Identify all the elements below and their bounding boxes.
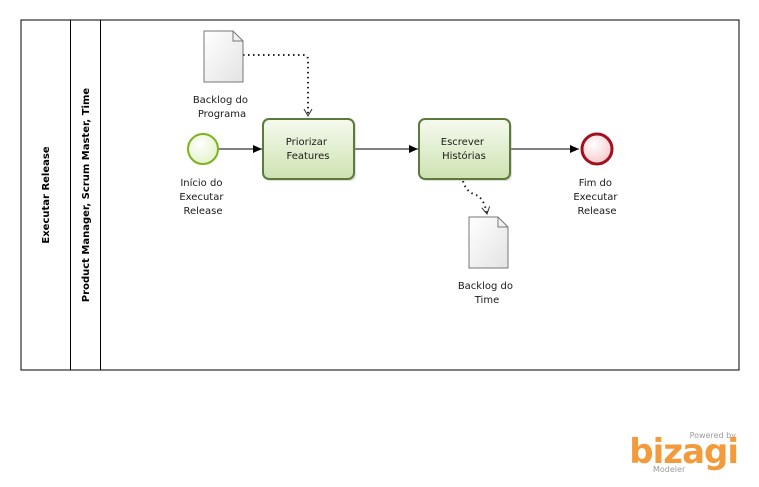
data-object-label: Backlog do Programa: [193, 95, 251, 120]
data-object-backlog-programa[interactable]: [203, 30, 244, 83]
pool: Executar Release Product Manager, Scrum …: [20, 19, 740, 371]
brand-product: Modeler: [653, 465, 686, 474]
task-priorizar-features[interactable]: Priorizar Features: [262, 118, 356, 181]
start-event[interactable]: [187, 133, 219, 165]
pool-title: Executar Release: [41, 146, 52, 243]
end-event[interactable]: [580, 132, 614, 166]
start-event-label: Início do Executar Release: [179, 177, 226, 217]
task-label: Priorizar Features: [286, 137, 330, 162]
lane-title: Product Manager, Scrum Master, Time: [81, 88, 92, 303]
association-backlog-programa[interactable]: [243, 54, 313, 118]
powered-by-text: Powered by: [690, 431, 737, 440]
association-backlog-time[interactable]: [462, 180, 491, 215]
task-escrever-historias[interactable]: Escrever Histórias: [418, 118, 512, 181]
end-event-label: Fim do Executar Release: [573, 178, 620, 217]
brand-name: bizagi: [629, 432, 738, 472]
data-object-backlog-time[interactable]: [468, 216, 509, 269]
data-object-label: Backlog do Time: [458, 281, 516, 306]
associations: [243, 54, 491, 215]
bizagi-logo: Powered by bizagi Modeler: [629, 431, 739, 474]
task-label: Escrever Histórias: [441, 137, 487, 162]
